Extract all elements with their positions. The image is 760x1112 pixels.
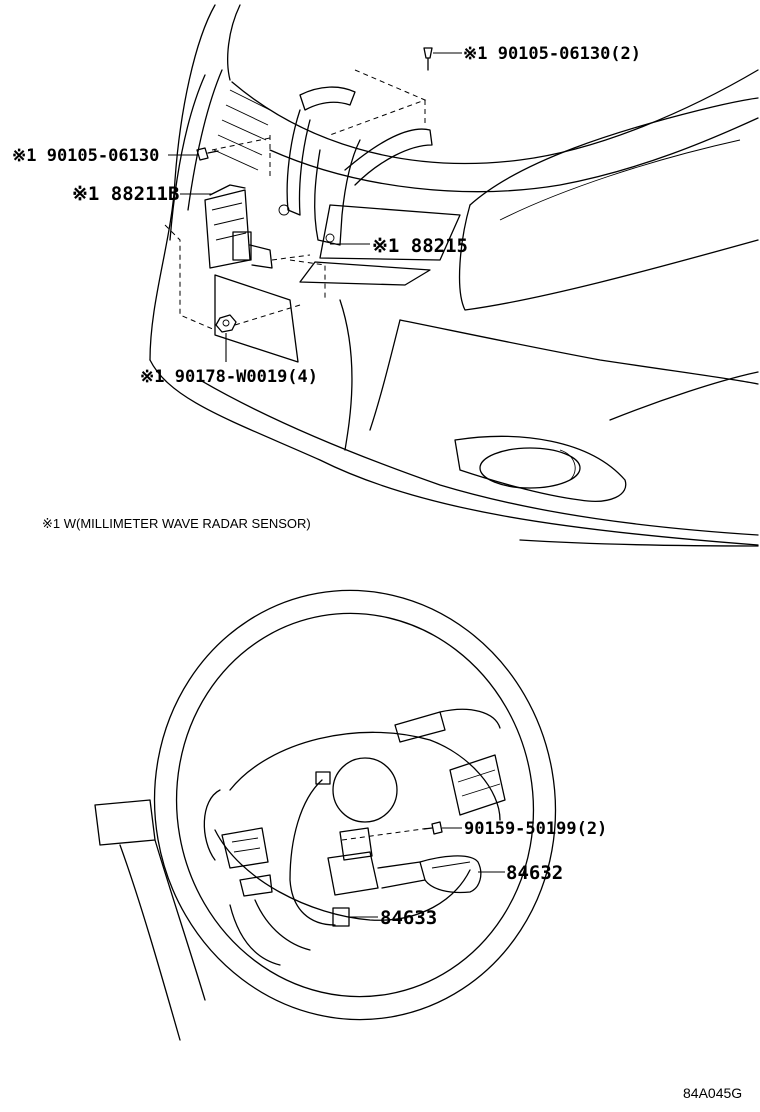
wire-harness <box>289 771 350 927</box>
callout-screw-wheel: 90159-50199(2) <box>464 819 607 839</box>
sensor-bracket <box>278 86 433 246</box>
vehicle-front-drawing <box>149 4 759 547</box>
radar-sensor-assembly <box>204 184 273 269</box>
bolt-icon <box>196 147 219 161</box>
assembly-guide-lines <box>164 69 427 331</box>
callout-bracket: ※1 88211B <box>72 183 179 205</box>
callout-bolt-left: ※1 90105-06130 <box>12 146 159 166</box>
nut-icon <box>215 314 237 333</box>
callout-nut: ※1 90178-W0019(4) <box>140 367 318 387</box>
callout-harness: 84633 <box>380 907 437 929</box>
steering-wheel-drawing <box>94 589 557 1041</box>
callout-bolt-top: ※1 90105-06130(2) <box>463 44 641 64</box>
diagram-code: 84A045G <box>683 1085 742 1101</box>
footnote: ※1 W(MILLIMETER WAVE RADAR SENSOR) <box>42 516 311 531</box>
callout-switch: 84632 <box>506 862 563 884</box>
bolt-icon <box>423 47 433 71</box>
cruise-switch-assembly <box>327 827 482 896</box>
callout-sensor: ※1 88215 <box>372 235 468 257</box>
